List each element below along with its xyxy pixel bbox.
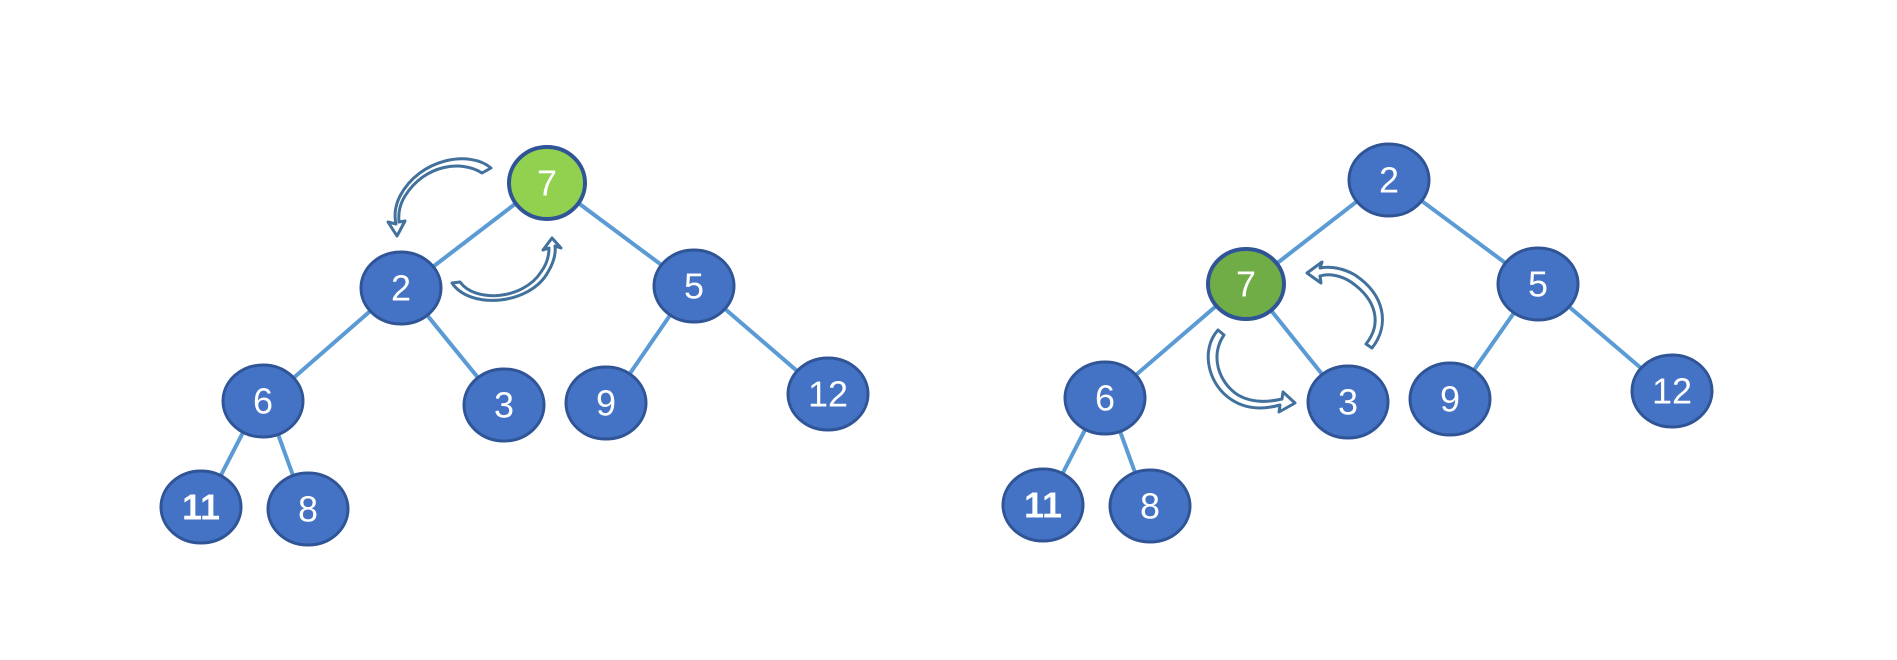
tree-node: 11: [159, 469, 243, 545]
tree-node: 7: [507, 145, 587, 221]
tree-node: 3: [1306, 364, 1390, 440]
node-label: 3: [494, 385, 514, 426]
tree-edge: [1272, 197, 1362, 268]
node-label: 8: [1140, 486, 1160, 527]
tree-node: 5: [652, 248, 736, 324]
tree-before: 7 2 5 6 3 9 12: [159, 145, 870, 547]
tree-node: 5: [1496, 246, 1580, 322]
node-label: 11: [1024, 485, 1062, 526]
tree-edge: [1564, 302, 1647, 374]
tree-edge: [1116, 427, 1139, 479]
tree-edge: [720, 304, 803, 377]
tree-edge: [287, 307, 375, 384]
tree-edge: [1417, 196, 1512, 269]
tree-edge: [423, 311, 484, 384]
tree-node: 6: [1063, 360, 1147, 436]
tree-after-nodes: 2 7 5 6 3 9 12: [1001, 142, 1714, 544]
tree-node: 9: [1408, 361, 1492, 437]
curved-arrow-icon: [386, 157, 493, 238]
node-label: 9: [596, 383, 616, 424]
tree-node: 2: [359, 250, 443, 326]
tree-edge: [216, 428, 247, 482]
node-label: 12: [808, 374, 848, 415]
node-label: 2: [391, 268, 411, 309]
node-label: 3: [1338, 382, 1358, 423]
tree-node: 12: [1630, 353, 1714, 429]
tree-node: 12: [786, 356, 870, 432]
node-label: 6: [1095, 378, 1115, 419]
tree-edge: [427, 200, 519, 272]
tree-edge: [1469, 308, 1518, 376]
node-label: 7: [1236, 264, 1256, 305]
tree-after: 2 7 5 6 3 9 12: [1001, 142, 1714, 544]
tree-node: 8: [266, 471, 350, 547]
tree-before-nodes: 7 2 5 6 3 9 12: [159, 145, 870, 547]
node-label: 12: [1652, 371, 1692, 412]
tree-node: 8: [1108, 468, 1192, 544]
tree-after-edges: [1058, 196, 1647, 480]
curved-arrow-icon: [1206, 328, 1297, 414]
node-label: 5: [684, 266, 704, 307]
node-label: 5: [1528, 264, 1548, 305]
tree-edge: [1058, 425, 1089, 480]
tree-node: 6: [221, 363, 305, 439]
tree-node: 3: [462, 367, 546, 443]
node-label: 11: [182, 487, 220, 528]
tree-edge: [1130, 302, 1220, 381]
tree-before-edges: [216, 199, 803, 482]
tree-node: 2: [1347, 142, 1431, 218]
tree-edge: [624, 310, 675, 380]
tree-edge: [575, 199, 668, 271]
node-label: 2: [1379, 160, 1399, 201]
node-label: 7: [537, 163, 557, 204]
tree-node: 11: [1001, 467, 1085, 543]
tree-edge: [1267, 307, 1328, 381]
node-label: 8: [298, 489, 318, 530]
node-label: 9: [1440, 379, 1460, 420]
curved-arrow-icon: [1305, 260, 1384, 350]
curved-arrow-icon: [450, 236, 563, 302]
node-label: 6: [253, 381, 273, 422]
tree-node: 7: [1206, 247, 1286, 321]
tree-edge: [274, 430, 297, 482]
tree-node: 9: [564, 365, 648, 441]
